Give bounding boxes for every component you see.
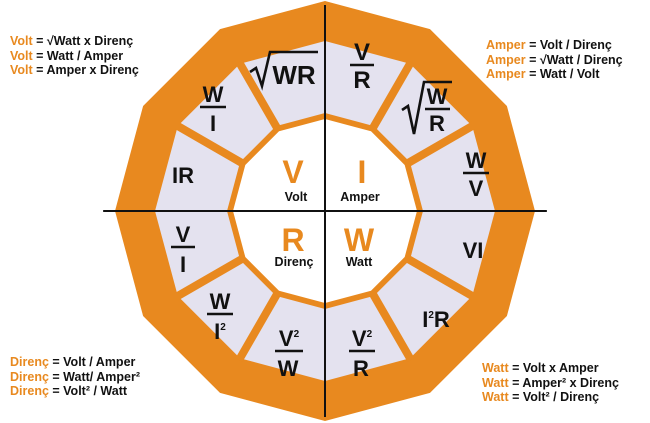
legend-quantity: Volt [10,34,33,48]
fraction-numerator: W [210,289,231,314]
legend-watt: Watt = Volt x Amper Watt = Amper² x Dire… [482,361,619,405]
segment-w-over-i2: W I2 [207,289,233,344]
sqrt-sign-icon [401,80,452,135]
legend-formula: = √Watt x Direnç [32,34,134,48]
legend-line: Volt = Amper x Direnç [10,63,139,78]
center-volt-name: Volt [285,190,309,204]
segment-divider [174,253,248,301]
fraction-numerator: V2 [352,326,373,351]
legend-line: Amper = √Watt / Direnç [486,53,623,68]
superscript: 2 [294,329,300,340]
fraction-numerator: W [466,148,487,173]
legend-formula: = Volt x Amper [508,361,599,375]
wheel-shapes [103,1,547,421]
fraction-numerator: V [354,39,370,66]
segment-sqrt-wr: WR [249,50,318,91]
legend-quantity: Amper [486,52,526,67]
legend-formula: = Volt / Direnç [525,38,612,52]
center-direnc-letter: R [281,222,304,258]
segment-divider [402,121,476,169]
fraction-denominator: W [278,356,299,381]
segment-v-over-r-top: V R [350,39,374,94]
fraction-denominator: I2 [214,319,226,344]
legend-quantity: Amper [486,67,526,81]
segment-divider [174,121,248,169]
legend-volt: Volt = √Watt x Direnç Volt = Watt / Ampe… [10,34,139,78]
legend-line: Watt = Amper² x Direnç [482,376,619,391]
sqrt-wr-radicand: WR [272,60,316,90]
legend-formula: = Watt / Volt [525,67,600,81]
segment-divider [235,288,283,362]
segment-sqrt-w-over-r: W R [401,80,452,136]
fraction-denominator: V [469,176,484,201]
i2r-base: I [422,307,428,332]
segment-divider [367,60,415,134]
segment-divider [402,253,476,301]
fraction-denominator: I [210,111,216,136]
i2r-tail: R [434,307,450,332]
segment-v-over-i: V I [171,222,195,277]
center-amper-name: Amper [340,190,380,204]
fraction-numerator: W [203,82,224,107]
center-amper-letter: I [358,154,367,190]
segment-i2r: I2R [422,307,450,332]
legend-quantity: Direnç [10,355,49,369]
segment-vi: VI [463,238,484,263]
legend-line: Watt = Volt x Amper [482,361,619,376]
legend-quantity: Amper [486,38,526,52]
legend-quantity: Watt [482,390,509,404]
fraction-denominator: R [353,67,370,94]
superscript: 2 [367,329,373,340]
segment-w-over-i: W I [200,82,226,136]
legend-formula: = Volt / Amper [48,355,136,369]
legend-quantity: Direnç [10,369,49,384]
legend-line: Direnç = Watt/ Amper² [10,370,140,385]
fraction-numerator: V2 [279,326,300,351]
sqrt-sign-icon [249,50,318,91]
center-watt-letter: W [344,222,375,258]
legend-line: Volt = √Watt x Direnç [10,34,139,49]
legend-formula: = √Watt / Direnç [525,52,623,67]
legend-direnc: Direnç = Volt / Amper Direnç = Watt/ Amp… [10,355,140,399]
segment-divider [235,60,283,134]
fraction-numerator: V [176,222,191,247]
segment-w-over-v: W V [463,148,489,201]
legend-line: Direnç = Volt / Amper [10,355,140,370]
center-volt-letter: V [282,154,304,190]
center-watt-name: Watt [346,255,373,269]
i2r-superscript: 2 [428,310,434,321]
legend-formula: = Volt² / Watt [48,384,128,398]
center-direnc-name: Direnç [275,255,314,269]
legend-quantity: Watt [482,361,509,375]
segment-ir: IR [172,163,194,188]
legend-quantity: Volt [10,63,33,77]
legend-amper: Amper = Volt / Direnç Amper = √Watt / Di… [486,38,623,82]
fraction-denominator: I [180,252,186,277]
legend-line: Volt = Watt / Amper [10,49,139,64]
legend-line: Direnç = Volt² / Watt [10,384,140,399]
legend-quantity: Volt [10,48,33,63]
legend-quantity: Watt [482,375,509,390]
segment-v2-over-w: V2 W [275,326,303,381]
legend-line: Amper = Volt / Direnç [486,38,623,53]
superscript: 2 [220,322,226,333]
legend-formula: = Amper² x Direnç [508,375,619,390]
segment-v2-over-r: V2 R [349,326,375,381]
legend-formula: = Amper x Direnç [32,63,139,77]
legend-formula: = Volt² / Direnç [508,390,600,404]
legend-formula: = Watt / Amper [32,48,124,63]
legend-line: Watt = Volt² / Direnç [482,390,619,405]
fraction-denominator: R [429,111,445,136]
segment-divider [367,288,415,362]
fraction-denominator: R [353,356,369,381]
legend-quantity: Direnç [10,384,49,398]
legend-formula: = Watt/ Amper² [48,369,141,384]
legend-line: Amper = Watt / Volt [486,67,623,82]
fraction-numerator: W [427,84,448,109]
